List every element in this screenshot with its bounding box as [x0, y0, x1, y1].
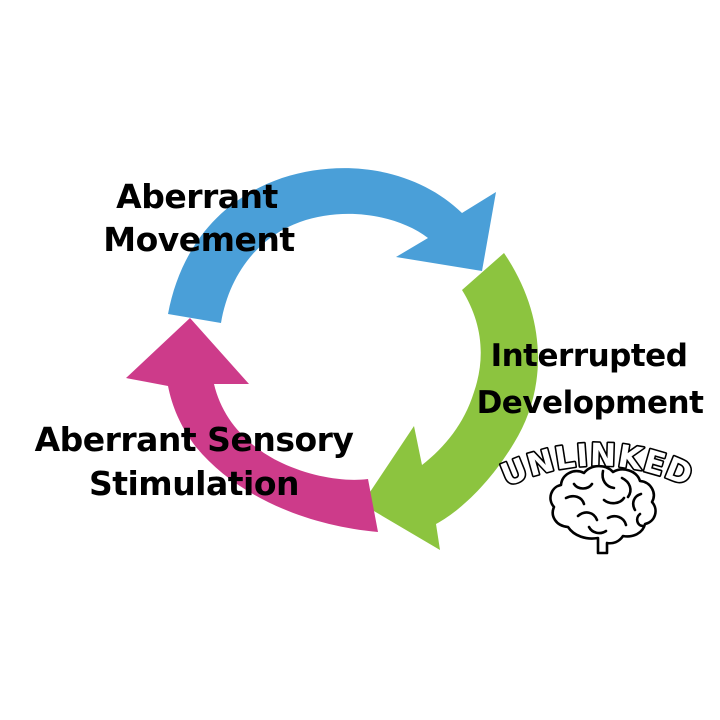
brain-icon: [549, 464, 657, 555]
stage-2-line-1: Interrupted: [491, 338, 688, 374]
stage-3-line-2: Stimulation: [89, 464, 299, 503]
stage-1-line-1: Aberrant: [116, 177, 278, 216]
stage-2-line-2: Development: [477, 385, 704, 421]
stage-3-line-1: Aberrant Sensory: [35, 420, 354, 459]
arrow-blue: [168, 168, 496, 323]
arrow-green: [362, 253, 539, 550]
arrow-magenta: [126, 318, 378, 532]
stage-1-line-2: Movement: [103, 220, 295, 259]
